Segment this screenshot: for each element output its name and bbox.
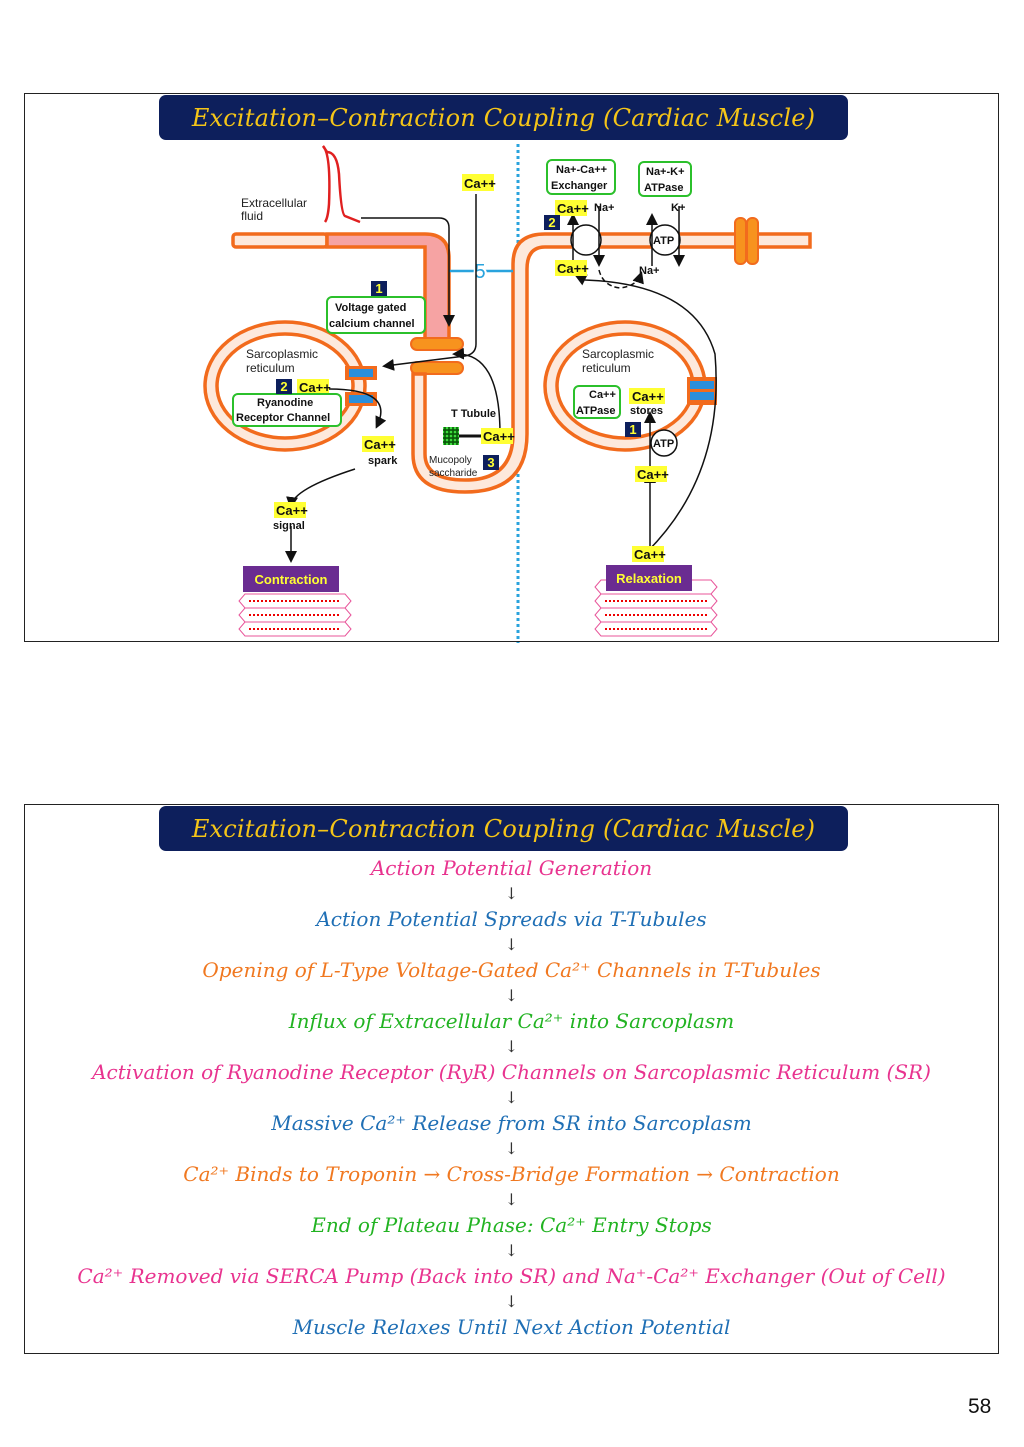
badge-2-left: 2 bbox=[280, 379, 287, 394]
label-ca-stores: Ca++ bbox=[632, 389, 664, 404]
label-ncx-2: Exchanger bbox=[551, 180, 608, 192]
label-atp-pump: ATP bbox=[653, 235, 674, 247]
label-stores: stores bbox=[630, 405, 663, 417]
label-ca-ryr: Ca++ bbox=[299, 380, 331, 395]
down-arrow-icon: ↓ bbox=[504, 1139, 519, 1158]
down-arrow-icon: ↓ bbox=[504, 884, 519, 903]
flow-step: Action Potential Spreads via T-Tubules bbox=[316, 907, 707, 931]
flow-step: End of Plateau Phase: Ca²⁺ Entry Stops bbox=[311, 1213, 712, 1237]
label-sr-right-2: reticulum bbox=[582, 361, 631, 375]
label-ca-ncx-in: Ca++ bbox=[557, 261, 589, 276]
label-ca-ncx-out: Ca++ bbox=[557, 201, 589, 216]
label-ca-spark: Ca++ bbox=[364, 437, 396, 452]
l-type-channel-top bbox=[410, 337, 464, 351]
label-vgcc-2: calcium channel bbox=[329, 318, 415, 330]
membrane-channel-b bbox=[746, 217, 759, 265]
label-ca-relax: Ca++ bbox=[634, 547, 666, 562]
slide-flow: Excitation–Contraction Coupling (Cardiac… bbox=[24, 804, 999, 1354]
label-atp-serca: ATP bbox=[653, 438, 674, 450]
contraction-box bbox=[243, 566, 339, 592]
label-mucopoly-2: saccharide bbox=[429, 468, 478, 479]
slide-title: Excitation–Contraction Coupling (Cardiac… bbox=[159, 95, 848, 140]
mucopolysaccharide-icon bbox=[443, 427, 459, 445]
contraction-label: Contraction bbox=[255, 572, 328, 587]
label-vgcc-1: Voltage gated bbox=[335, 302, 406, 314]
ncx-exchanger-icon bbox=[570, 224, 602, 256]
sarcomere-right bbox=[594, 579, 718, 637]
flow-list: Action Potential Generation ↓ Action Poten… bbox=[25, 855, 998, 1340]
flow-step: Muscle Relaxes Until Next Action Potenti… bbox=[292, 1315, 731, 1339]
membrane-channel-a bbox=[734, 217, 747, 265]
label-signal: signal bbox=[273, 520, 305, 532]
badge-1-left: 1 bbox=[375, 281, 382, 296]
down-arrow-icon: ↓ bbox=[504, 1241, 519, 1260]
down-arrow-icon: ↓ bbox=[504, 986, 519, 1005]
label-ryr-2: Receptor Channel bbox=[236, 412, 330, 424]
label-ncx-1: Na+-Ca++ bbox=[556, 164, 607, 176]
flow-step: Ca²⁺ Removed via SERCA Pump (Back into S… bbox=[77, 1264, 946, 1288]
flow-step: Ca²⁺ Binds to Troponin → Cross-Bridge Fo… bbox=[183, 1162, 840, 1186]
ec-coupling-diagram: 5 bbox=[203, 144, 812, 643]
down-arrow-icon: ↓ bbox=[504, 1292, 519, 1311]
label-extracellular: Extracellular bbox=[241, 196, 307, 210]
label-nak-2: ATPase bbox=[644, 182, 684, 194]
flow-step: Influx of Extracellular Ca²⁺ into Sarcop… bbox=[288, 1009, 735, 1033]
label-serca-2: ATPase bbox=[576, 405, 616, 417]
relaxation-box bbox=[606, 565, 692, 591]
label-t-tubule: T Tubule bbox=[451, 408, 496, 420]
slide-diagram: Excitation–Contraction Coupling (Cardiac… bbox=[24, 93, 999, 643]
label-ca-top: Ca++ bbox=[464, 176, 496, 191]
badge-2-right: 2 bbox=[548, 215, 555, 230]
action-potential-spike bbox=[321, 145, 361, 224]
label-k: K+ bbox=[671, 202, 685, 214]
sarcomere-left bbox=[238, 593, 352, 637]
serca-atp-icon bbox=[650, 429, 678, 457]
down-arrow-icon: ↓ bbox=[504, 1088, 519, 1107]
sr-right-channel bbox=[690, 392, 714, 400]
label-na-ncx: Na+ bbox=[594, 202, 615, 214]
down-arrow-icon: ↓ bbox=[504, 935, 519, 954]
slide-title-2: Excitation–Contraction Coupling (Cardiac… bbox=[159, 806, 848, 851]
badge-3: 3 bbox=[487, 455, 494, 470]
page-number: 58 bbox=[968, 1395, 992, 1418]
label-spark: spark bbox=[368, 455, 398, 467]
label-nak-1: Na+-K+ bbox=[646, 166, 685, 178]
ryr-channel-top bbox=[349, 369, 373, 377]
na-k-atpase-icon bbox=[649, 224, 681, 256]
badge-1-right: 1 bbox=[629, 422, 636, 437]
label-sr-left-2: reticulum bbox=[246, 361, 295, 375]
relaxation-label: Relaxation bbox=[616, 571, 682, 586]
label-sr-right-1: Sarcoplasmic bbox=[582, 347, 654, 361]
flow-step: Massive Ca²⁺ Release from SR into Sarcop… bbox=[271, 1111, 752, 1135]
label-ryr-1: Ryanodine bbox=[257, 397, 313, 409]
label-sr-left-1: Sarcoplasmic bbox=[246, 347, 318, 361]
label-mucopoly-1: Mucopoly bbox=[429, 455, 472, 466]
ryr-channel-bottom bbox=[349, 395, 373, 403]
down-arrow-icon: ↓ bbox=[504, 1037, 519, 1056]
label-ca-serca: Ca++ bbox=[637, 467, 669, 482]
label-ca-tubule: Ca++ bbox=[483, 429, 515, 444]
flow-step: Action Potential Generation bbox=[370, 856, 653, 880]
t-tubule bbox=[411, 232, 812, 494]
flow-step: Activation of Ryanodine Receptor (RyR) C… bbox=[92, 1060, 931, 1084]
l-type-channel-bottom bbox=[410, 361, 464, 375]
label-ca-signal: Ca++ bbox=[276, 503, 308, 518]
label-fluid: fluid bbox=[241, 209, 263, 223]
flow-step: Opening of L-Type Voltage-Gated Ca²⁺ Cha… bbox=[202, 958, 821, 982]
down-arrow-icon: ↓ bbox=[504, 1190, 519, 1209]
label-na-pump: Na+ bbox=[639, 265, 660, 277]
label-serca-1: Ca++ bbox=[589, 389, 616, 401]
